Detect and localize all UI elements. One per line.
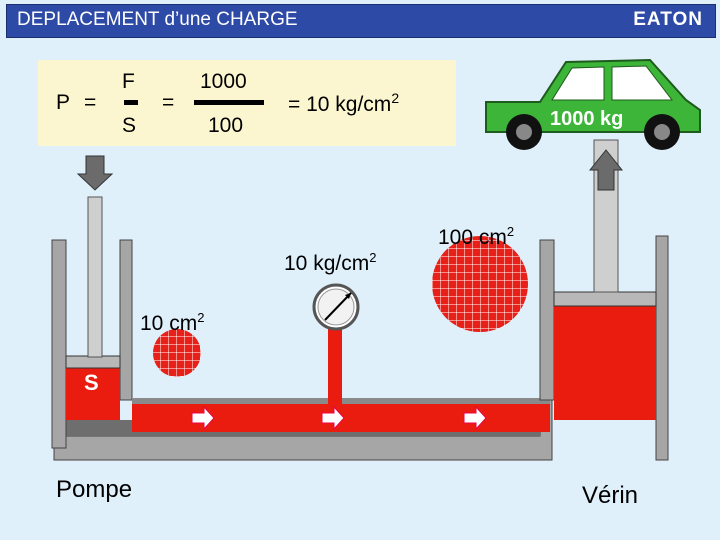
formula-surface: S [122, 114, 137, 137]
flow-arrow-icon [321, 405, 345, 431]
formula-result: = 10 kg/cm2 [288, 90, 400, 116]
pump-fluid [66, 365, 120, 420]
eaton-logo: EATON [633, 9, 703, 30]
pipe-top-wall-2 [342, 398, 550, 404]
pump-piston-head [65, 355, 121, 369]
pressure-label: 10 kg/cm2 [284, 250, 377, 275]
car-weight-label: 1000 kg [550, 108, 624, 130]
formula-numerator: 1000 [200, 70, 247, 93]
cylinder-fluid [554, 306, 656, 420]
formula-box: P = F S = 1000 100 = 10 kg/cm2 [38, 60, 456, 146]
fraction-bar-1 [124, 100, 138, 105]
formula-p: P [56, 91, 71, 114]
title-bar: DEPLACEMENT d’une CHARGE EATON [6, 4, 716, 38]
surface-marker: S [84, 370, 99, 395]
slide-title: DEPLACEMENT d’une CHARGE [17, 9, 298, 30]
pump-wall-right [119, 239, 133, 401]
formula-force: F [122, 70, 135, 93]
cylinder-wall-left [539, 239, 555, 401]
small-area-label: 10 cm2 [140, 310, 205, 335]
car-icon [485, 58, 701, 150]
gauge-riser [328, 328, 342, 404]
pipe-top-wall [132, 398, 328, 404]
pump-piston-rod [87, 196, 103, 358]
flow-arrow-icon [463, 405, 487, 431]
cylinder-piston-head [553, 291, 657, 307]
cylinder-label: Vérin [582, 482, 639, 509]
formula-equals-2: = [162, 91, 175, 114]
formula-equals-1: = [84, 91, 97, 114]
up-arrow-icon [588, 149, 624, 191]
big-area-label: 100 cm2 [438, 224, 515, 249]
small-area-circle [153, 329, 201, 377]
fraction-bar-2 [194, 100, 264, 105]
cylinder-wall-right [655, 235, 669, 461]
down-arrow-icon [76, 155, 114, 191]
gauge-needle [324, 292, 352, 321]
pump-label: Pompe [56, 476, 133, 503]
big-area-circle [432, 236, 528, 332]
pump-wall-left [51, 239, 67, 449]
formula-denominator: 100 [208, 114, 244, 137]
flow-arrow-icon [191, 405, 215, 431]
